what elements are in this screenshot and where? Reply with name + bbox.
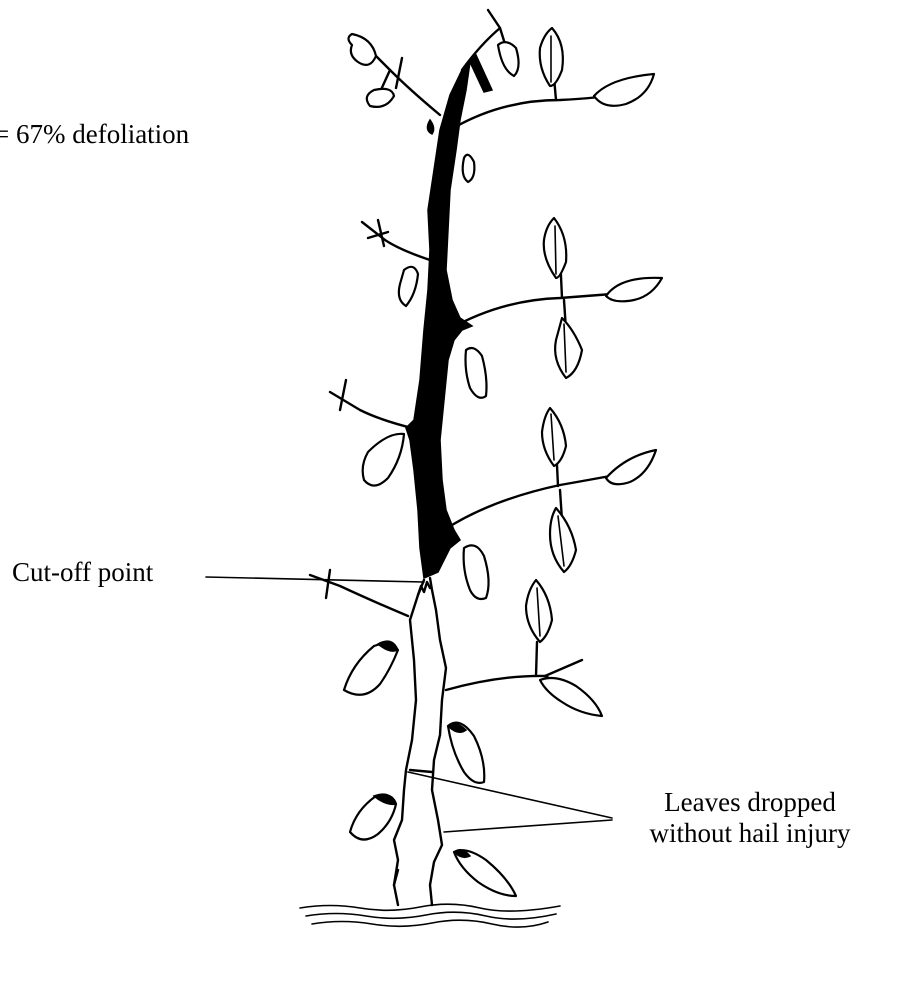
lower-stem bbox=[394, 578, 446, 905]
leaves bbox=[344, 28, 662, 896]
ground-lines bbox=[300, 904, 560, 927]
defoliated-stem bbox=[406, 62, 472, 578]
